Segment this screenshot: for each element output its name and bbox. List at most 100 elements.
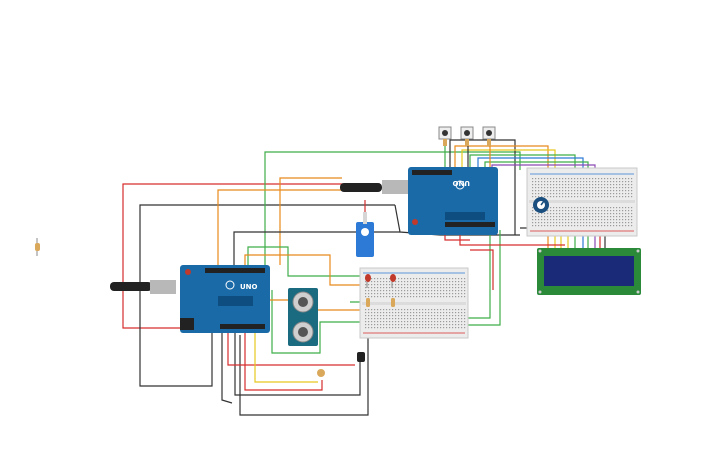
breadboard-hole bbox=[443, 287, 445, 289]
breadboard-hole bbox=[407, 281, 409, 283]
breadboard-hole bbox=[401, 296, 403, 298]
breadboard-hole bbox=[398, 318, 400, 320]
breadboard-hole bbox=[410, 324, 412, 326]
breadboard-hole bbox=[458, 296, 460, 298]
breadboard-hole bbox=[604, 225, 606, 227]
breadboard-hole bbox=[583, 216, 585, 218]
breadboard-hole bbox=[371, 287, 373, 289]
breadboard-hole bbox=[583, 207, 585, 209]
breadboard-hole bbox=[425, 324, 427, 326]
breadboard-hole bbox=[377, 312, 379, 314]
breadboard-hole bbox=[559, 216, 561, 218]
breadboard-hole bbox=[619, 207, 621, 209]
breadboard-hole bbox=[389, 321, 391, 323]
small-sensor-bottom[interactable] bbox=[357, 352, 365, 362]
breadboard-hole bbox=[419, 318, 421, 320]
breadboard-hole bbox=[610, 187, 612, 189]
breadboard-hole bbox=[428, 327, 430, 329]
breadboard-hole bbox=[446, 315, 448, 317]
breadboard-hole bbox=[368, 287, 370, 289]
breadboard-hole bbox=[562, 187, 564, 189]
breadboard-hole bbox=[434, 281, 436, 283]
pushbutton-2[interactable] bbox=[460, 126, 474, 146]
breadboard-hole bbox=[550, 210, 552, 212]
breadboard-hole bbox=[541, 187, 543, 189]
breadboard-hole bbox=[371, 309, 373, 311]
breadboard-hole bbox=[395, 315, 397, 317]
breadboard-hole bbox=[616, 196, 618, 198]
breadboard-hole bbox=[410, 309, 412, 311]
breadboard-hole bbox=[419, 324, 421, 326]
breadboard-hole bbox=[395, 296, 397, 298]
wire-red-bottom-2 bbox=[227, 330, 355, 366]
pushbutton-3[interactable] bbox=[482, 126, 496, 146]
breadboard-hole bbox=[589, 225, 591, 227]
breadboard-hole bbox=[622, 213, 624, 215]
servo-motor[interactable] bbox=[356, 200, 374, 257]
breadboard-hole bbox=[431, 290, 433, 292]
breadboard-hole bbox=[586, 187, 588, 189]
resistor-bottom[interactable] bbox=[317, 369, 325, 377]
stray-resistor[interactable] bbox=[35, 238, 40, 256]
breadboard-hole bbox=[574, 178, 576, 180]
wire-green-top-loop bbox=[264, 151, 521, 265]
breadboard-hole bbox=[410, 321, 412, 323]
resistor-1[interactable] bbox=[366, 298, 370, 307]
breadboard-hole bbox=[628, 219, 630, 221]
breadboard-hole bbox=[622, 181, 624, 183]
pushbutton-1[interactable] bbox=[438, 126, 452, 146]
breadboard-hole bbox=[565, 210, 567, 212]
wire-orange-3 bbox=[244, 254, 365, 286]
lcd-display[interactable] bbox=[537, 248, 641, 295]
breadboard-hole bbox=[425, 281, 427, 283]
wire-red-bottom bbox=[244, 330, 323, 391]
breadboard-hole bbox=[547, 184, 549, 186]
breadboard-hole bbox=[404, 318, 406, 320]
potentiometer[interactable] bbox=[533, 197, 549, 213]
breadboard-hole bbox=[589, 216, 591, 218]
breadboard-bottom[interactable] bbox=[359, 267, 469, 339]
led-1[interactable] bbox=[365, 274, 371, 288]
breadboard-hole bbox=[586, 225, 588, 227]
arduino-uno-right[interactable]: UNO bbox=[340, 167, 498, 235]
breadboard-hole bbox=[392, 284, 394, 286]
breadboard-hole bbox=[437, 324, 439, 326]
breadboard-hole bbox=[544, 190, 546, 192]
breadboard-hole bbox=[532, 210, 534, 212]
breadboard-hole bbox=[565, 219, 567, 221]
breadboard-hole bbox=[458, 312, 460, 314]
breadboard-hole bbox=[583, 222, 585, 224]
resistor-2[interactable] bbox=[391, 298, 395, 307]
breadboard-hole bbox=[389, 327, 391, 329]
breadboard-hole bbox=[410, 278, 412, 280]
arduino-uno-left[interactable]: UNO bbox=[110, 265, 270, 333]
breadboard-hole bbox=[443, 290, 445, 292]
breadboard-hole bbox=[589, 213, 591, 215]
breadboard-hole bbox=[428, 318, 430, 320]
breadboard-hole bbox=[431, 312, 433, 314]
breadboard-hole bbox=[547, 187, 549, 189]
wire-orange-1 bbox=[217, 189, 350, 265]
breadboard-hole bbox=[395, 309, 397, 311]
breadboard-hole bbox=[401, 287, 403, 289]
breadboard-hole bbox=[586, 213, 588, 215]
breadboard-hole bbox=[586, 196, 588, 198]
ultrasonic-sensor[interactable] bbox=[288, 288, 318, 346]
breadboard-hole bbox=[562, 213, 564, 215]
breadboard-hole bbox=[401, 318, 403, 320]
led-2[interactable] bbox=[390, 274, 396, 288]
breadboard-hole bbox=[559, 187, 561, 189]
breadboard-hole bbox=[413, 315, 415, 317]
breadboard-hole bbox=[365, 321, 367, 323]
breadboard-hole bbox=[434, 278, 436, 280]
breadboard-hole bbox=[383, 327, 385, 329]
breadboard-hole bbox=[365, 296, 367, 298]
breadboard-hole bbox=[580, 181, 582, 183]
breadboard-hole bbox=[365, 290, 367, 292]
breadboard-hole bbox=[416, 318, 418, 320]
breadboard-hole bbox=[613, 207, 615, 209]
breadboard-hole bbox=[422, 327, 424, 329]
breadboard-hole bbox=[413, 296, 415, 298]
breadboard-hole bbox=[428, 296, 430, 298]
